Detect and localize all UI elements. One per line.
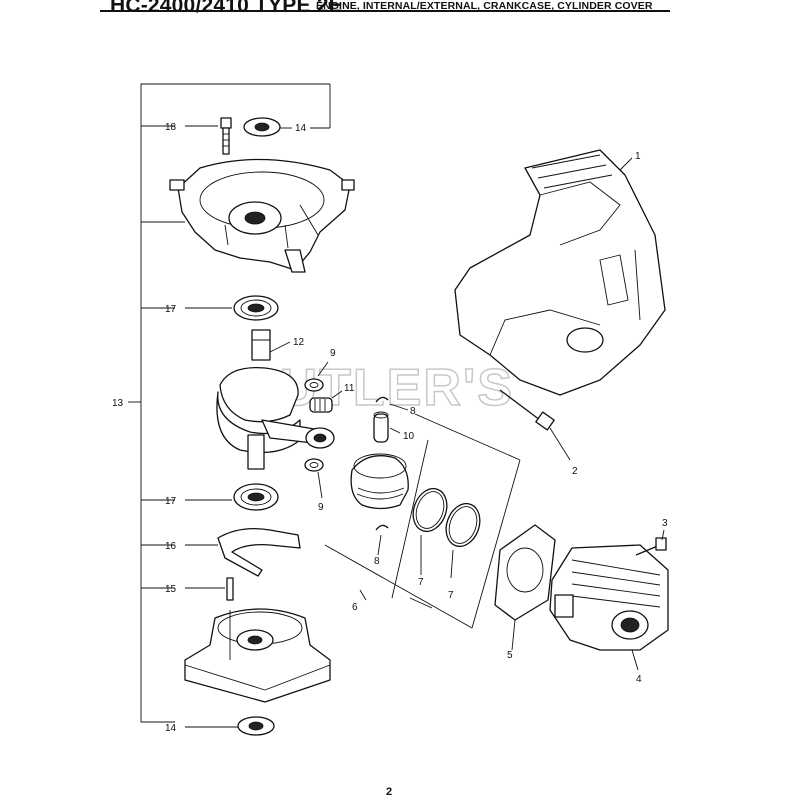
callout-12: 12	[293, 337, 305, 348]
part-18-bolt	[185, 117, 232, 155]
callout-17a: 17	[165, 304, 177, 315]
part-14-seal-top	[243, 117, 292, 137]
part-16-gasket	[185, 527, 301, 577]
part-2-screw	[499, 389, 571, 461]
callout-10: 10	[403, 431, 415, 442]
callout-6: 6	[352, 602, 358, 613]
part-8-circlip-upper	[375, 396, 409, 411]
header-rule	[100, 10, 670, 12]
part-9-washer-lower	[304, 458, 324, 499]
callout-2: 2	[572, 466, 578, 477]
crankcase-upper	[169, 158, 355, 273]
callout-8a: 8	[410, 406, 416, 417]
part-14-seal-bottom	[185, 716, 275, 736]
part-5-gasket	[494, 524, 556, 651]
callout-5: 5	[507, 650, 513, 661]
part-15-pin	[185, 577, 234, 601]
callout-11: 11	[344, 383, 355, 394]
callout-labels: 1 2 3 4 5 6 7 7 8 8 9 9 10 11 12 13 14 1…	[112, 122, 668, 734]
callout-15: 15	[165, 584, 177, 595]
callout-4: 4	[636, 674, 642, 685]
callout-9a: 9	[330, 348, 336, 359]
part-8-circlip-lower	[375, 524, 389, 556]
callout-8b: 8	[374, 556, 380, 567]
part-10-piston-pin	[373, 411, 401, 443]
callout-1: 1	[635, 151, 641, 162]
callout-14b: 14	[165, 723, 177, 734]
callout-13: 13	[112, 398, 124, 409]
crankcase-lower	[184, 608, 331, 703]
callout-16: 16	[165, 541, 177, 552]
part-7-ring-1	[412, 487, 448, 575]
callout-18: 18	[165, 122, 177, 133]
page-header: HC-2400/2410 TYPE 2E ENGINE, INTERNAL/EX…	[0, 0, 800, 17]
callout-7b: 7	[448, 590, 454, 601]
part-3-bolt	[635, 529, 667, 556]
piston-group-leaders	[324, 413, 521, 629]
model-title: HC-2400/2410 TYPE 2E	[110, 0, 343, 17]
part-9-washer-upper	[304, 361, 329, 392]
section-title: ENGINE, INTERNAL/EXTERNAL, CRANKCASE, CY…	[316, 0, 653, 12]
part-17-bearing-upper	[185, 295, 279, 321]
page-number: 2	[386, 786, 393, 798]
part-4-cylinder	[549, 544, 669, 671]
callout-17b: 17	[165, 496, 177, 507]
part-11-needle-bearing	[309, 390, 343, 413]
callout-3: 3	[662, 518, 668, 529]
callout-7a: 7	[418, 577, 424, 588]
part-6-piston	[350, 453, 409, 510]
part-1-cylinder-cover	[454, 149, 666, 396]
part-17-bearing-lower	[185, 483, 279, 511]
assembly-bracket-13	[128, 83, 331, 723]
callout-9b: 9	[318, 502, 324, 513]
part-12-crankshaft	[216, 329, 335, 470]
callout-14a: 14	[295, 123, 307, 134]
part-7-ring-2	[445, 502, 481, 579]
